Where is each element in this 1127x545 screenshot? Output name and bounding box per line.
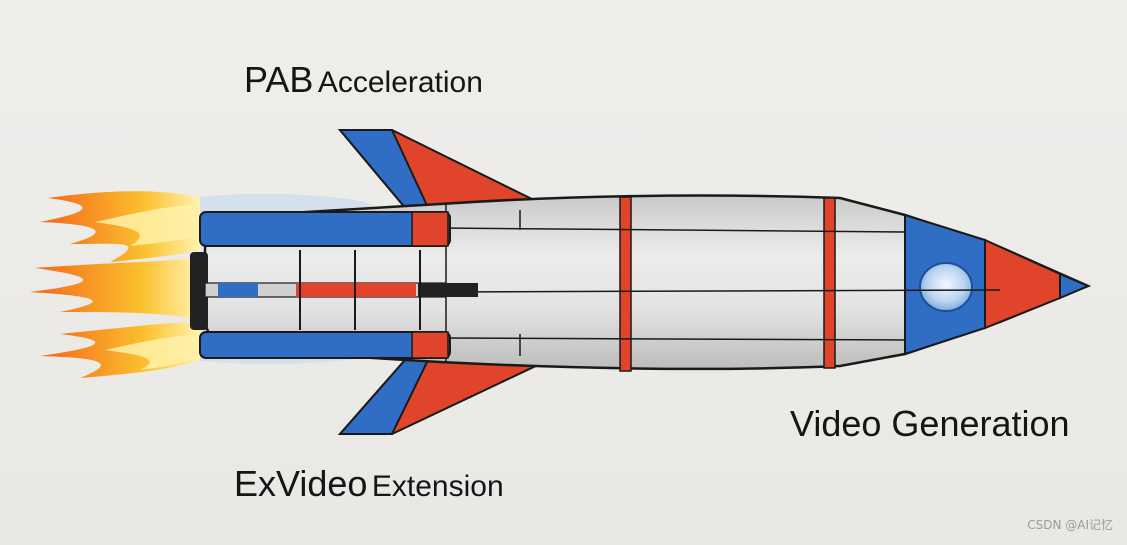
video-generation-label: Video Generation	[790, 403, 1070, 444]
pab-label-sub: Acceleration	[317, 66, 483, 99]
nose-cone	[984, 238, 1061, 330]
porthole-window	[919, 262, 973, 312]
rocket-flames	[30, 191, 200, 378]
pab-acceleration-label: PAB Acceleration	[244, 62, 483, 98]
body-band-2	[823, 197, 836, 369]
body-band-1	[619, 196, 632, 372]
exvideo-extension-label: ExVideo Extension	[234, 466, 504, 502]
exvideo-label-main: ExVideo	[234, 463, 368, 504]
exvideo-label-sub: Extension	[371, 470, 504, 503]
engine-section	[190, 250, 478, 330]
watermark-text: CSDN @AI记忆	[1027, 518, 1113, 532]
upper-booster	[199, 211, 451, 247]
lower-booster	[199, 331, 451, 359]
pab-label-main: PAB	[244, 59, 314, 100]
